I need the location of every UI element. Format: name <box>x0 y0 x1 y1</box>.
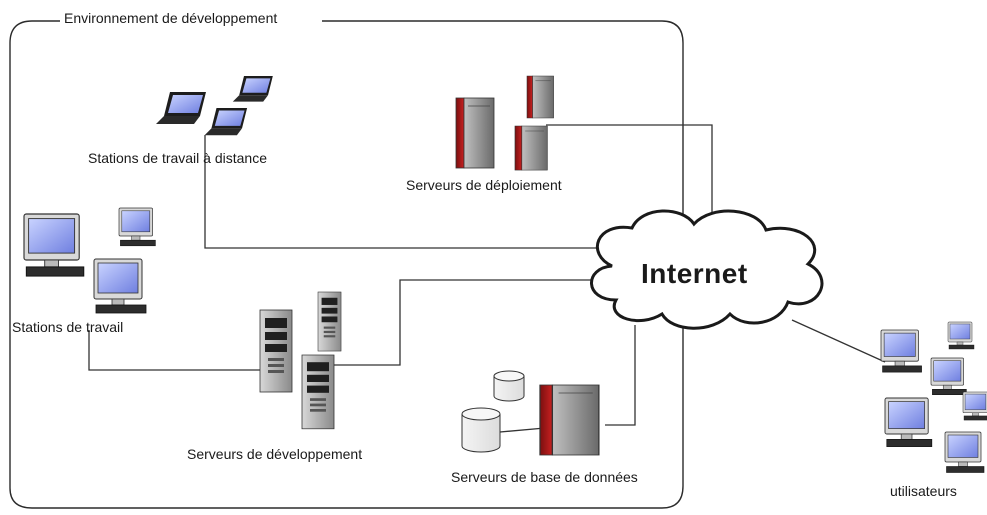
workstations-label: Stations de travail <box>12 319 124 335</box>
environment-title: Environnement de développement <box>62 10 280 26</box>
dev-server-icon <box>259 309 293 393</box>
remote-workstations-label: Stations de travail à distance <box>88 150 267 166</box>
server-tower-icon <box>455 97 495 169</box>
users-label: utilisateurs <box>890 483 957 499</box>
link-db-to-internet <box>605 325 636 426</box>
desktop-icon <box>118 207 156 247</box>
desktop-icon <box>93 258 147 314</box>
dev-server-icon <box>317 291 342 352</box>
environment-boundary <box>9 20 684 509</box>
link-internet-to-users <box>791 319 886 363</box>
laptop-icon <box>156 92 206 124</box>
development-servers-label: Serveurs de développement <box>187 446 363 462</box>
link-remote-to-internet <box>204 135 620 249</box>
link-db-to-storage <box>499 427 546 433</box>
desktop-icon <box>962 391 987 421</box>
database-servers-label: Serveurs de base de données <box>451 469 638 485</box>
dev-server-icon <box>301 354 335 430</box>
laptop-icon <box>232 76 273 102</box>
link-dev-to-internet <box>332 279 610 366</box>
link-workstations-to-dev <box>88 330 265 371</box>
database-server-icon <box>539 384 600 456</box>
desktop-icon <box>880 329 922 373</box>
server-tower-icon <box>526 75 554 119</box>
desktop-icon <box>944 431 985 473</box>
deployment-servers-label: Serveurs de déploiement <box>406 177 562 193</box>
laptop-icon <box>204 108 248 136</box>
database-cylinder-icon <box>493 370 525 402</box>
desktop-icon <box>884 397 933 448</box>
link-deploy-to-internet <box>546 124 713 240</box>
database-cylinder-icon <box>461 407 501 453</box>
server-tower-icon <box>514 125 548 171</box>
internet-cloud <box>590 209 824 330</box>
desktop-icon <box>930 357 967 396</box>
desktop-icon <box>23 213 85 277</box>
desktop-icon <box>947 321 975 350</box>
internet-label: Internet <box>641 258 748 289</box>
